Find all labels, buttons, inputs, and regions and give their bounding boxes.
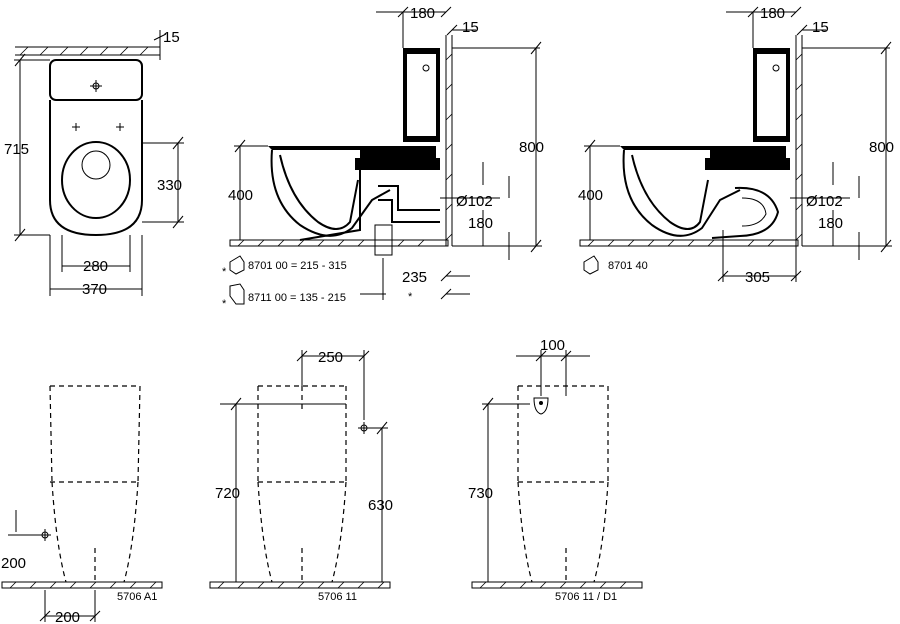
f11-label: 5706 11	[318, 591, 357, 603]
d1-label: 5706 11 / D1	[555, 591, 617, 603]
side-b-dim-180-low: 180	[818, 215, 843, 232]
side-a-star: *	[408, 291, 413, 303]
side-a-dim-180: 180	[410, 5, 435, 22]
a1-dim-200-h: 200	[55, 609, 80, 624]
a1-label: 5706 A1	[117, 591, 157, 603]
front-view-11: 250 720 630 5706 11	[209, 349, 393, 603]
side-b-dim-diameter: Ø102	[806, 193, 843, 210]
top-dim-330: 330	[157, 177, 182, 194]
side-a-dim-15: 15	[462, 19, 479, 36]
d1-dim-730: 730	[468, 485, 493, 502]
top-dim-370: 370	[82, 281, 107, 298]
side-b-dim-305: 305	[745, 269, 770, 286]
side-a-dim-235: 235	[402, 269, 427, 286]
side-a-note-star-1: *	[222, 266, 227, 278]
f11-dim-250: 250	[318, 349, 343, 366]
a1-dim-200-v: 200	[1, 555, 26, 572]
f11-dim-630: 630	[368, 497, 393, 514]
side-b-note: 8701 40	[608, 260, 648, 272]
front-view-a1: 200 200 5706 A1	[1, 385, 163, 624]
side-view-a: 180 15 800 400 Ø102 180 235 * *	[222, 5, 544, 310]
side-b-dim-800: 800	[869, 139, 894, 156]
front-view-d1: 100 730 5706 11 / D1	[468, 337, 643, 603]
top-view: 15 715 330 280	[4, 29, 184, 298]
side-a-dim-800: 800	[519, 139, 544, 156]
top-dim-715: 715	[4, 141, 29, 158]
top-dim-280: 280	[83, 258, 108, 275]
side-a-note-2: 8711 00 = 135 - 215	[248, 292, 346, 304]
side-a-note-1: 8701 00 = 215 - 315	[248, 260, 347, 272]
top-dim-15: 15	[163, 29, 180, 46]
side-b-dim-180: 180	[760, 5, 785, 22]
d1-dim-100: 100	[540, 337, 565, 354]
side-a-dim-180-low: 180	[468, 215, 493, 232]
side-a-dim-400: 400	[228, 187, 253, 204]
side-a-note-star-2: *	[222, 298, 227, 310]
side-view-b: 180 15 800 400 Ø102 180 305 8701 40	[578, 5, 894, 286]
side-b-dim-15: 15	[812, 19, 829, 36]
f11-dim-720: 720	[215, 485, 240, 502]
side-a-dim-diameter: Ø102	[456, 193, 493, 210]
side-b-dim-400: 400	[578, 187, 603, 204]
